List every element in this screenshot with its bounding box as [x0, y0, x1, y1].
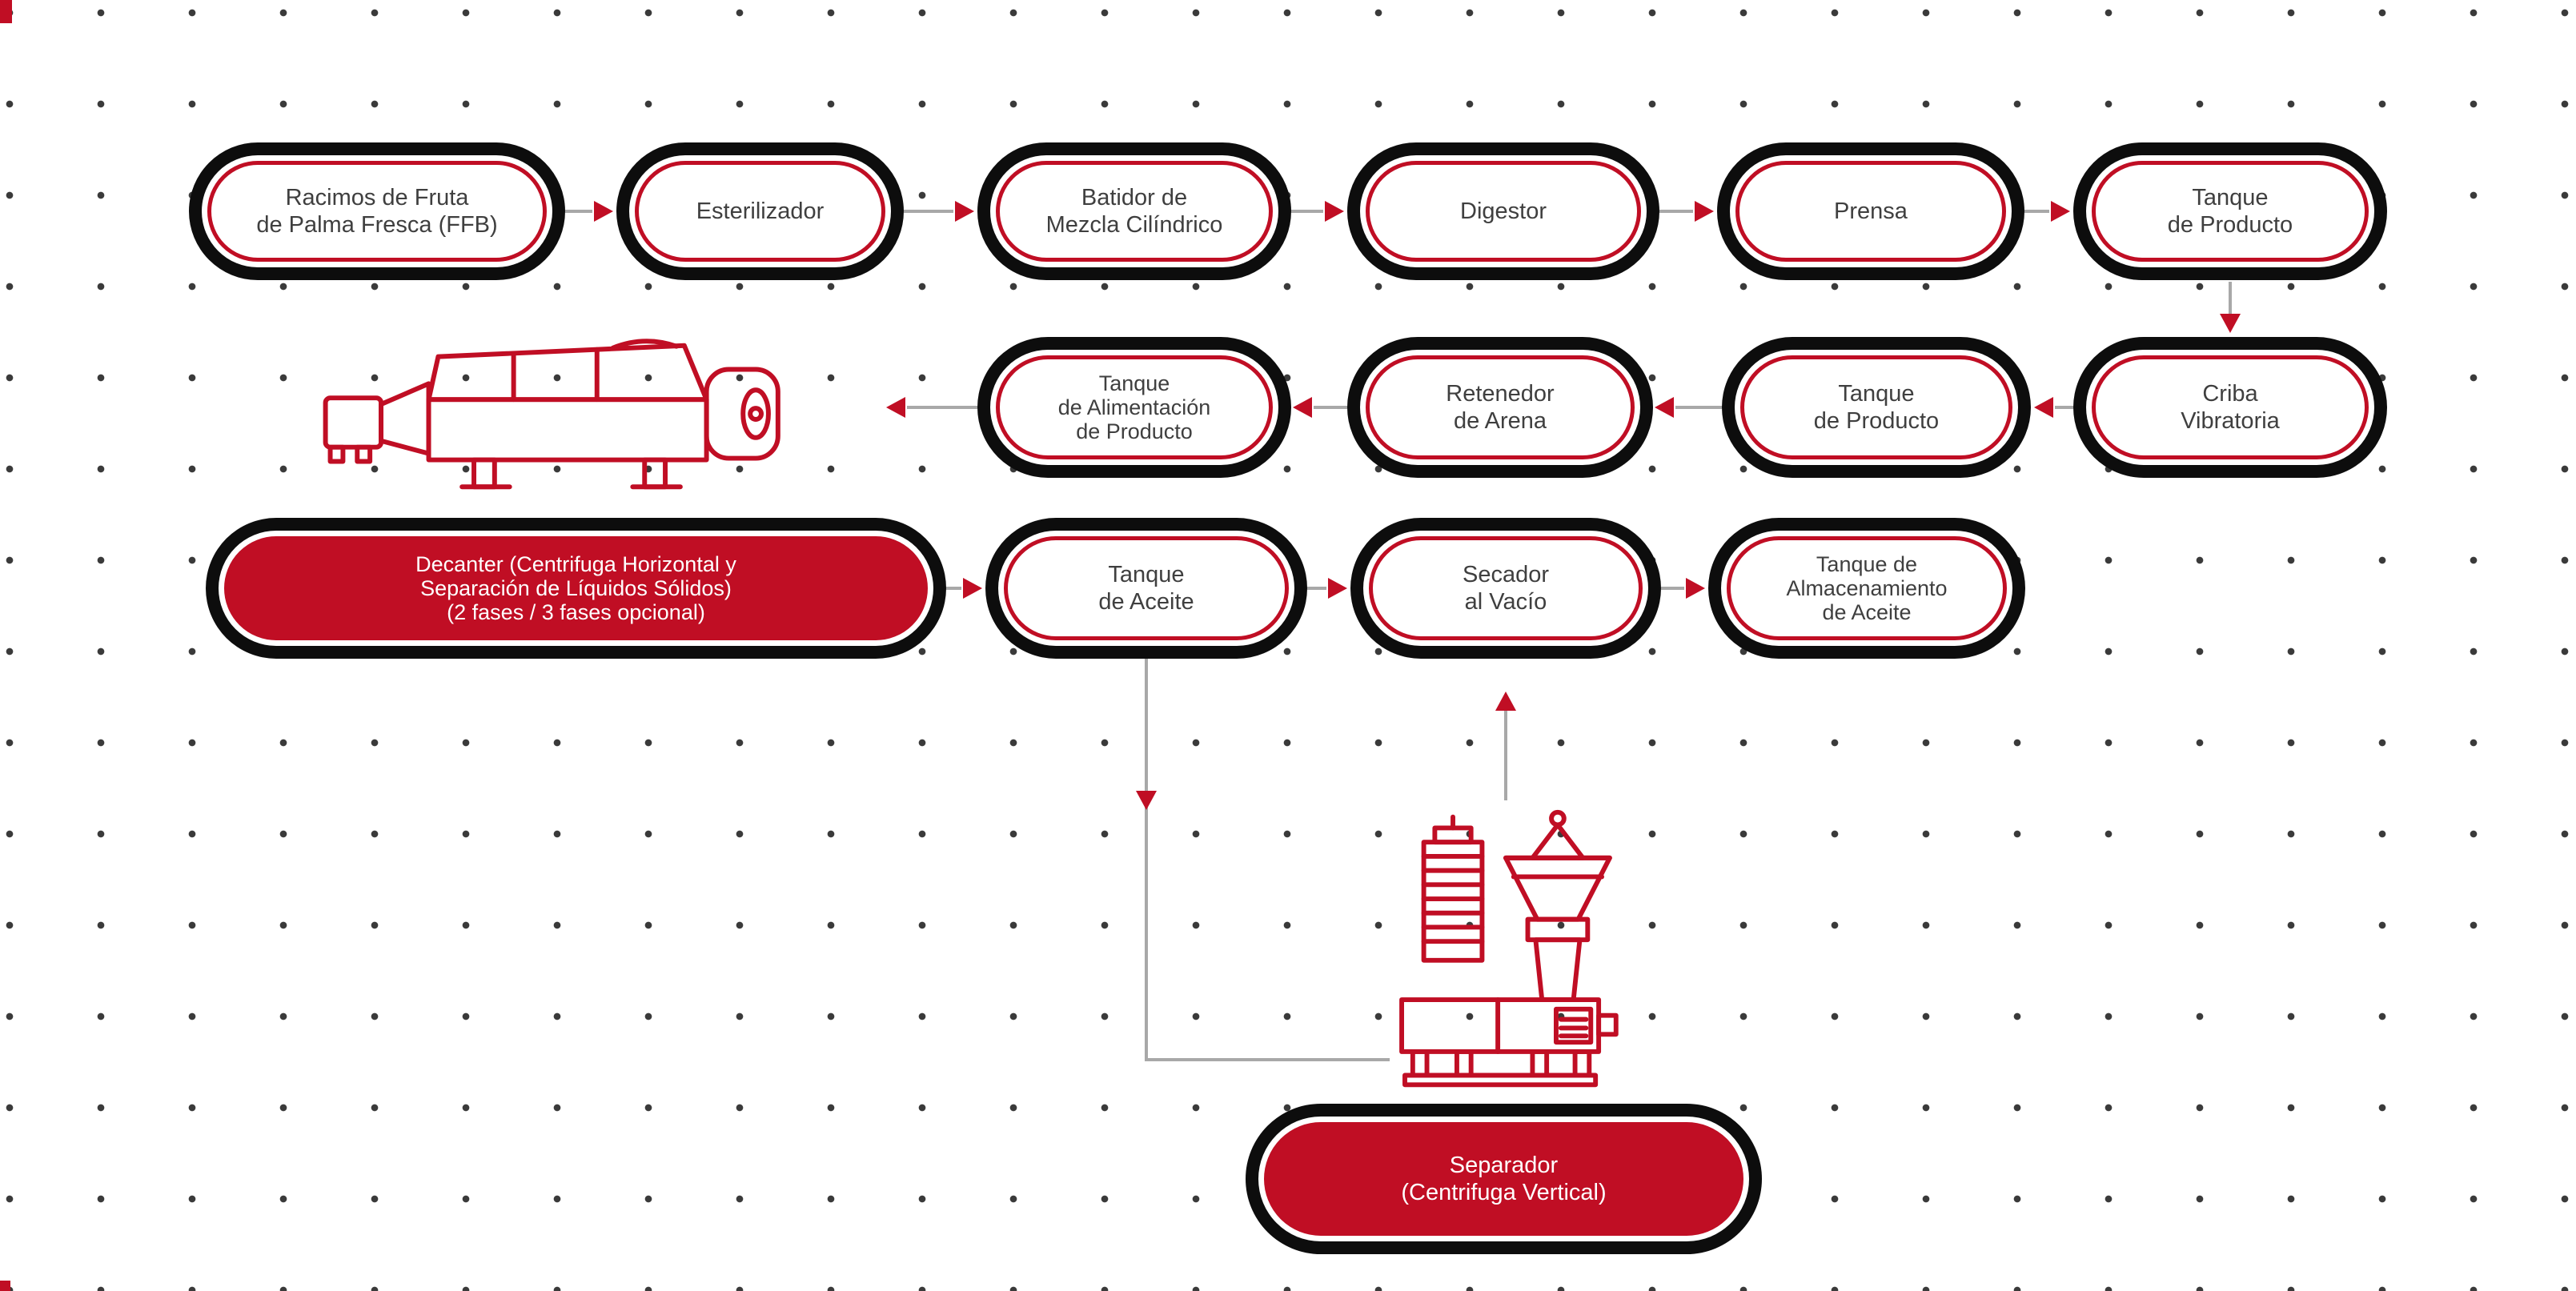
- connector-line: [1661, 587, 1684, 590]
- node-prensa-label: Prensa: [1735, 161, 2006, 262]
- node-secador-vacio-label: Secador al Vacío: [1369, 536, 1643, 640]
- node-retenedor-arena: Retenedor de Arena: [1347, 337, 1653, 478]
- arrowhead-left-icon: [886, 397, 905, 418]
- node-esterilizador-label: Esterilizador: [635, 161, 885, 262]
- arrowhead-right-icon: [963, 578, 982, 599]
- node-tanque-producto-2-label: Tanque de Producto: [1740, 355, 2012, 459]
- arrowhead-right-icon: [2051, 201, 2070, 222]
- node-decanter: Decanter (Centrifuga Horizontal y Separa…: [206, 518, 946, 659]
- arrowhead-right-icon: [594, 201, 613, 222]
- node-tanque-almacenamiento: Tanque de Almacenamiento de Aceite: [1708, 518, 2025, 659]
- connector-line: [1504, 709, 1507, 800]
- node-criba-vibratoria: Criba Vibratoria: [2073, 337, 2387, 478]
- arrowhead-right-icon: [1686, 578, 1705, 599]
- node-tanque-producto-2: Tanque de Producto: [1722, 337, 2031, 478]
- arrowhead-right-icon: [955, 201, 974, 222]
- arrowhead-right-icon: [1695, 201, 1714, 222]
- node-digestor-label: Digestor: [1366, 161, 1641, 262]
- node-esterilizador: Esterilizador: [616, 142, 904, 280]
- arrowhead-left-icon: [1293, 397, 1312, 418]
- node-racimos-ffb-label: Racimos de Fruta de Palma Fresca (FFB): [207, 161, 547, 262]
- corner-mark-bottom-left: [0, 1281, 10, 1291]
- node-tanque-alimentacion: Tanque de Alimentación de Producto: [977, 337, 1291, 478]
- connector-line: [904, 210, 953, 213]
- node-separador: Separador (Centrifuga Vertical): [1246, 1104, 1762, 1254]
- connector-line: [907, 406, 977, 409]
- connector-line: [1307, 587, 1326, 590]
- node-tanque-producto-1-label: Tanque de Producto: [2092, 161, 2369, 262]
- connector-line: [1290, 210, 1323, 213]
- decanter-centrifuge-illustration-icon: [309, 322, 837, 512]
- node-racimos-ffb: Racimos de Fruta de Palma Fresca (FFB): [189, 142, 565, 280]
- connector-line: [565, 210, 592, 213]
- arrowhead-right-icon: [1328, 578, 1347, 599]
- connector-line: [2055, 406, 2073, 409]
- node-prensa: Prensa: [1717, 142, 2024, 280]
- arrowhead-up-icon: [1495, 692, 1516, 711]
- arrowhead-down-icon: [1136, 791, 1157, 810]
- node-tanque-alimentacion-label: Tanque de Alimentación de Producto: [996, 355, 1273, 459]
- arrowhead-right-icon: [1325, 201, 1344, 222]
- node-batidor-mezcla-label: Batidor de Mezcla Cilíndrico: [996, 161, 1273, 262]
- node-batidor-mezcla: Batidor de Mezcla Cilíndrico: [977, 142, 1291, 280]
- connector-line: [1675, 406, 1722, 409]
- connector-line: [2229, 282, 2232, 315]
- node-retenedor-arena-label: Retenedor de Arena: [1366, 355, 1635, 459]
- arrowhead-left-icon: [1655, 397, 1674, 418]
- node-tanque-almacenamiento-label: Tanque de Almacenamiento de Aceite: [1727, 536, 2007, 640]
- node-separador-label: Separador (Centrifuga Vertical): [1264, 1122, 1743, 1236]
- node-digestor: Digestor: [1347, 142, 1659, 280]
- node-criba-vibratoria-label: Criba Vibratoria: [2092, 355, 2369, 459]
- node-tanque-producto-1: Tanque de Producto: [2073, 142, 2387, 280]
- connector-line: [1314, 406, 1347, 409]
- node-decanter-label: Decanter (Centrifuga Horizontal y Separa…: [224, 536, 928, 640]
- node-tanque-aceite: Tanque de Aceite: [985, 518, 1307, 659]
- arrowhead-left-icon: [2034, 397, 2053, 418]
- connector-line: [1145, 1058, 1390, 1061]
- connector-line: [1145, 659, 1148, 1060]
- connector-line: [2024, 210, 2049, 213]
- connector-line: [1659, 210, 1693, 213]
- node-secador-vacio: Secador al Vacío: [1350, 518, 1661, 659]
- arrowhead-down-icon: [2220, 314, 2241, 333]
- node-tanque-aceite-label: Tanque de Aceite: [1004, 536, 1289, 640]
- vertical-separator-centrifuge-illustration-icon: [1377, 801, 1631, 1101]
- connector-line: [946, 587, 961, 590]
- corner-mark-top-left: [0, 0, 12, 23]
